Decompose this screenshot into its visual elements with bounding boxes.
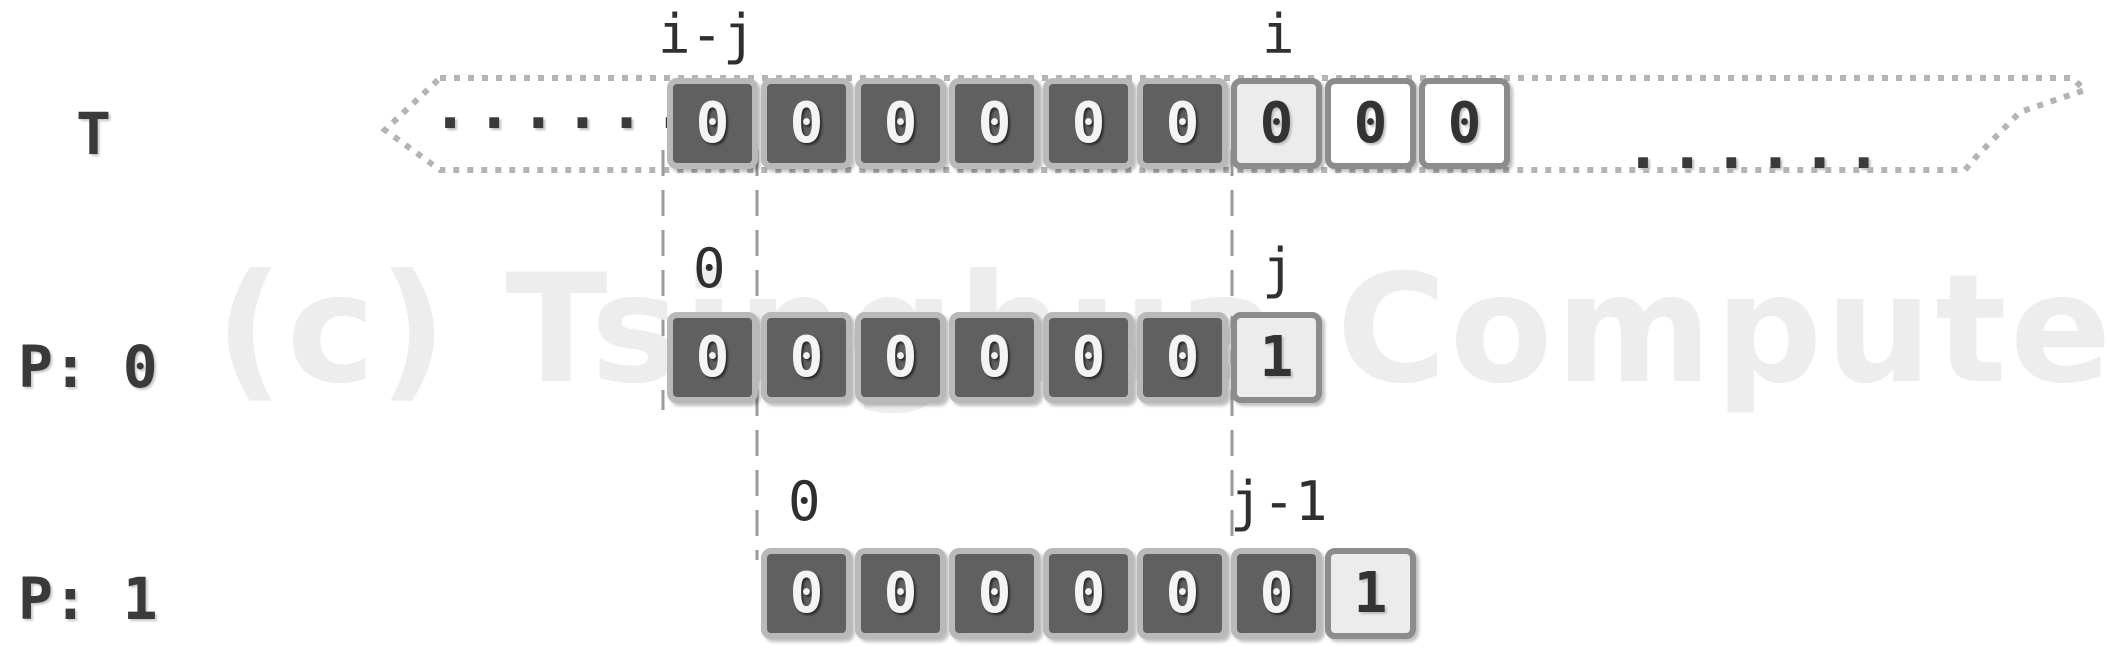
- pattern1-row-label: P: 1: [18, 565, 158, 633]
- text-cell: 0: [1137, 78, 1228, 169]
- pattern0-row-label: P: 0: [18, 333, 158, 401]
- pattern0-cell-mismatch: 1: [1231, 312, 1322, 403]
- text-left-ellipsis: ......: [432, 73, 697, 143]
- text-right-ellipsis: ......: [1625, 113, 1890, 183]
- index-i: i: [1262, 3, 1295, 66]
- text-cell: 0: [761, 78, 852, 169]
- pattern1-cell: 0: [949, 548, 1040, 639]
- pattern1-cell: 0: [855, 548, 946, 639]
- pattern0-cell: 0: [667, 312, 758, 403]
- pattern0-cell: 0: [1043, 312, 1134, 403]
- text-row-label: T: [76, 100, 111, 168]
- text-strip-outline: [380, 75, 2091, 173]
- pattern0-cell: 0: [855, 312, 946, 403]
- pattern0-cell: 0: [949, 312, 1040, 403]
- text-cell: 0: [949, 78, 1040, 169]
- pattern1-cell: 0: [761, 548, 852, 639]
- index-j: j: [1262, 237, 1295, 300]
- index-j-minus-1: j-1: [1230, 470, 1328, 533]
- text-cell: 0: [1325, 78, 1416, 169]
- index-i-minus-j: i-j: [658, 3, 756, 66]
- pattern0-cell: 0: [761, 312, 852, 403]
- index-pattern0-start: 0: [693, 237, 726, 300]
- text-cell: 0: [1419, 78, 1510, 169]
- pattern1-cell: 0: [1231, 548, 1322, 639]
- index-pattern1-start: 0: [788, 470, 821, 533]
- text-cell-current: 0: [1231, 78, 1322, 169]
- pattern1-cell: 0: [1043, 548, 1134, 639]
- pattern0-cell: 0: [1137, 312, 1228, 403]
- text-cell: 0: [667, 78, 758, 169]
- text-cell: 0: [855, 78, 946, 169]
- text-cell: 0: [1043, 78, 1134, 169]
- pattern1-cell-next: 1: [1325, 548, 1416, 639]
- pattern1-cell: 0: [1137, 548, 1228, 639]
